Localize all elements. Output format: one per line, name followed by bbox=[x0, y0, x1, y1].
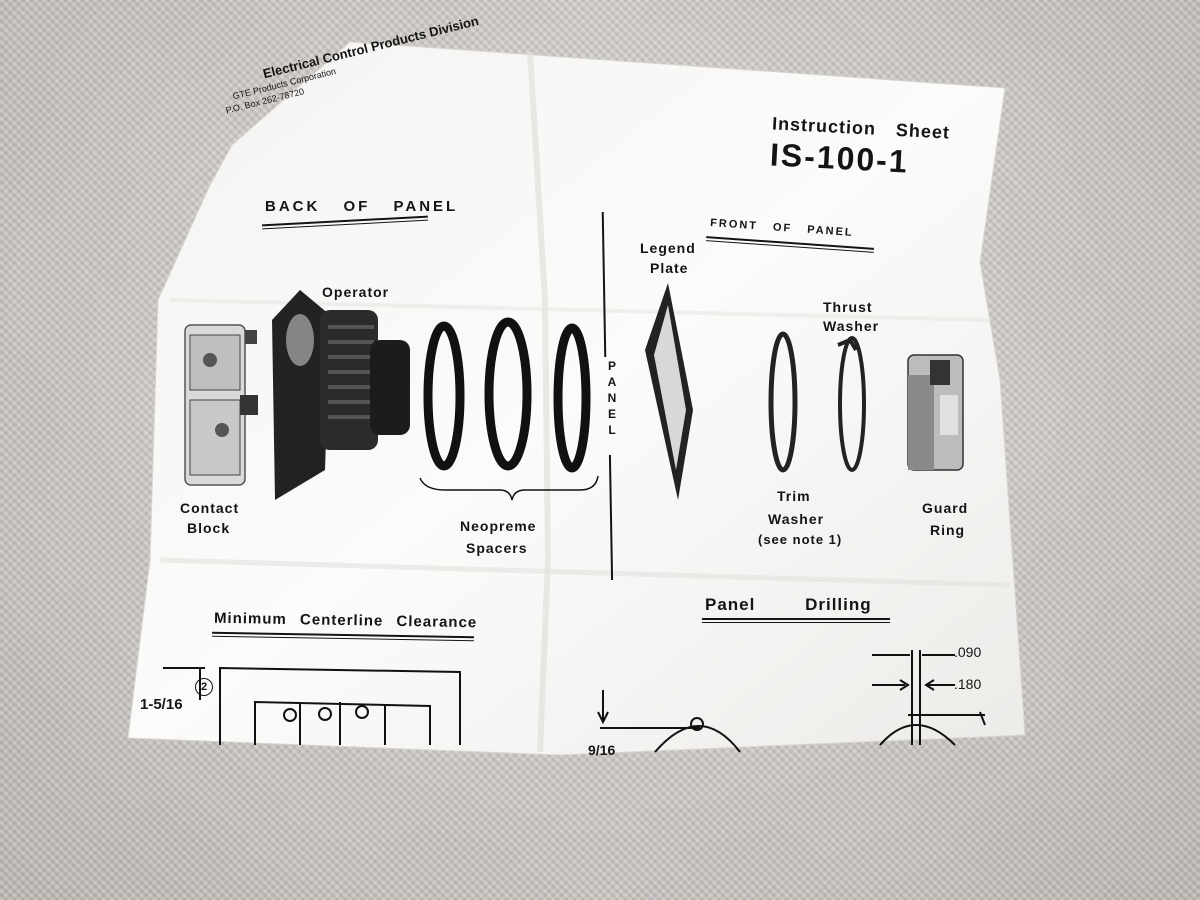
trim-washer-label-1: Trim bbox=[777, 488, 811, 504]
thrust-washer-illustration bbox=[837, 336, 866, 472]
trim-washer-label-2: Washer bbox=[768, 511, 825, 527]
operator-label: Operator bbox=[322, 284, 390, 300]
spacers-brace bbox=[419, 475, 599, 501]
panel-drilling-drawing bbox=[597, 650, 986, 753]
guard-ring-label-2: Ring bbox=[930, 522, 966, 538]
legend-plate-label-1: Legend bbox=[640, 240, 696, 256]
legend-plate-label-2: Plate bbox=[650, 260, 689, 276]
contact-block-illustration bbox=[184, 324, 258, 486]
drilling-underline bbox=[702, 618, 890, 623]
thrust-washer-label-2: Washer bbox=[823, 318, 880, 334]
dimension-9-16: 9/16 bbox=[588, 742, 616, 758]
dimension-180: .180 bbox=[954, 676, 982, 692]
neoprene-label-1: Neopreme bbox=[460, 518, 537, 534]
operator-illustration bbox=[272, 290, 410, 500]
panel-vertical-label: P A N E L bbox=[607, 359, 617, 437]
back-of-panel-heading: BACK OF PANEL bbox=[265, 198, 459, 215]
dimension-090: .090 bbox=[954, 644, 982, 660]
dimension-note-badge: 2 bbox=[195, 678, 213, 696]
dimension-1-5-16: 1-5/16 bbox=[140, 696, 183, 713]
contact-block-label-1: Contact bbox=[180, 500, 240, 516]
contact-block-label-2: Block bbox=[187, 520, 231, 536]
neoprene-spacers-illustration bbox=[423, 317, 591, 473]
guard-ring-illustration bbox=[907, 354, 964, 471]
legend-plate-illustration bbox=[645, 283, 693, 500]
clearance-drawing bbox=[163, 666, 461, 745]
drilling-heading: Panel Drilling bbox=[705, 595, 872, 614]
trim-washer-label-3: (see note 1) bbox=[758, 532, 843, 547]
guard-ring-label-1: Guard bbox=[922, 500, 969, 516]
trim-washer-illustration bbox=[768, 331, 798, 473]
neoprene-label-2: Spacers bbox=[466, 540, 528, 556]
thrust-washer-label-1: Thrust bbox=[823, 299, 873, 315]
